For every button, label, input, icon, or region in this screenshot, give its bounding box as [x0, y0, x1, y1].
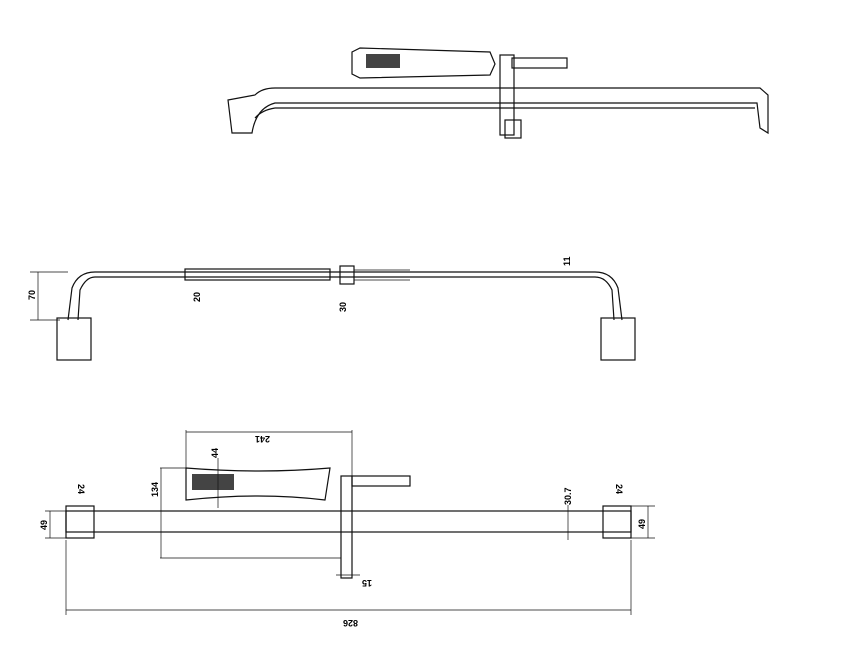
dim-handle-dia: 20 — [192, 292, 202, 302]
dim-bracket-l: 24 — [76, 484, 86, 494]
dim-slider: 30 — [338, 302, 348, 312]
hand-shower — [351, 47, 496, 79]
hand-shower-front — [185, 467, 331, 501]
dim-bracket-r: 24 — [614, 484, 624, 494]
spray-face — [366, 54, 400, 68]
perspective-view — [227, 47, 769, 139]
dim-head-w: 44 — [210, 448, 220, 458]
dim-slider-w: 15 — [362, 578, 372, 588]
dim-bracket-h-r: 49 — [637, 519, 647, 529]
dim-bracket-h-l: 49 — [39, 520, 49, 530]
dim-total-len: 826 — [343, 618, 358, 628]
dim-height: 70 — [27, 290, 37, 300]
front-view: 241 44 134 30.7 24 49 24 49 15 826 — [39, 430, 655, 628]
dim-total-h: 134 — [150, 482, 160, 497]
dim-bar: 30.7 — [563, 487, 573, 505]
dim-bar-dia: 11 — [562, 256, 572, 266]
dim-handle-len: 241 — [255, 434, 270, 444]
side-view: 70 20 30 11 — [27, 256, 636, 361]
